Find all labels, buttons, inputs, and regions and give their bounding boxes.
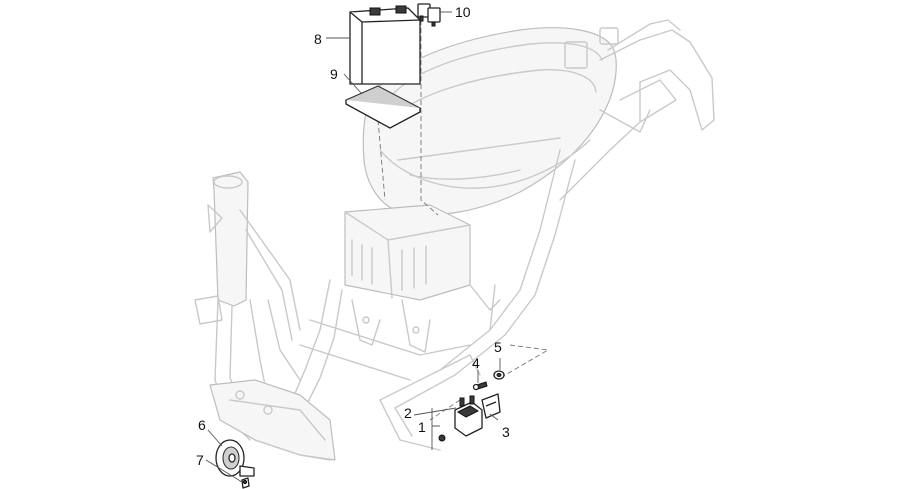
nut-part-5[interactable] bbox=[493, 370, 505, 380]
callout-1: 1 bbox=[418, 419, 426, 435]
callout-10: 10 bbox=[455, 4, 471, 20]
callout-5: 5 bbox=[494, 339, 502, 355]
horn-part-6[interactable] bbox=[215, 439, 255, 477]
callout-labels: 1 2 3 4 5 6 7 8 9 10 bbox=[196, 4, 510, 468]
callout-7: 7 bbox=[196, 452, 204, 468]
callout-3: 3 bbox=[502, 424, 510, 440]
leader-lines bbox=[205, 11, 501, 483]
callout-6: 6 bbox=[198, 417, 206, 433]
steering-head bbox=[212, 171, 249, 307]
bracket-part-3[interactable] bbox=[481, 393, 501, 419]
lower-frame bbox=[209, 379, 336, 461]
storage-tub bbox=[362, 27, 617, 216]
callout-4: 4 bbox=[472, 355, 480, 371]
screw-part-4[interactable] bbox=[472, 381, 488, 391]
callout-2: 2 bbox=[404, 405, 412, 421]
scooter-frame bbox=[194, 19, 715, 461]
battery-part-8[interactable] bbox=[349, 5, 421, 85]
starter-solenoid-part-1[interactable] bbox=[438, 395, 483, 442]
callout-9: 9 bbox=[330, 66, 338, 82]
relay-part-10[interactable] bbox=[417, 3, 441, 27]
callout-8: 8 bbox=[314, 31, 322, 47]
bolt-part-7[interactable] bbox=[241, 477, 250, 489]
battery-box bbox=[344, 204, 471, 301]
battery-pad-part-9[interactable] bbox=[344, 85, 422, 129]
